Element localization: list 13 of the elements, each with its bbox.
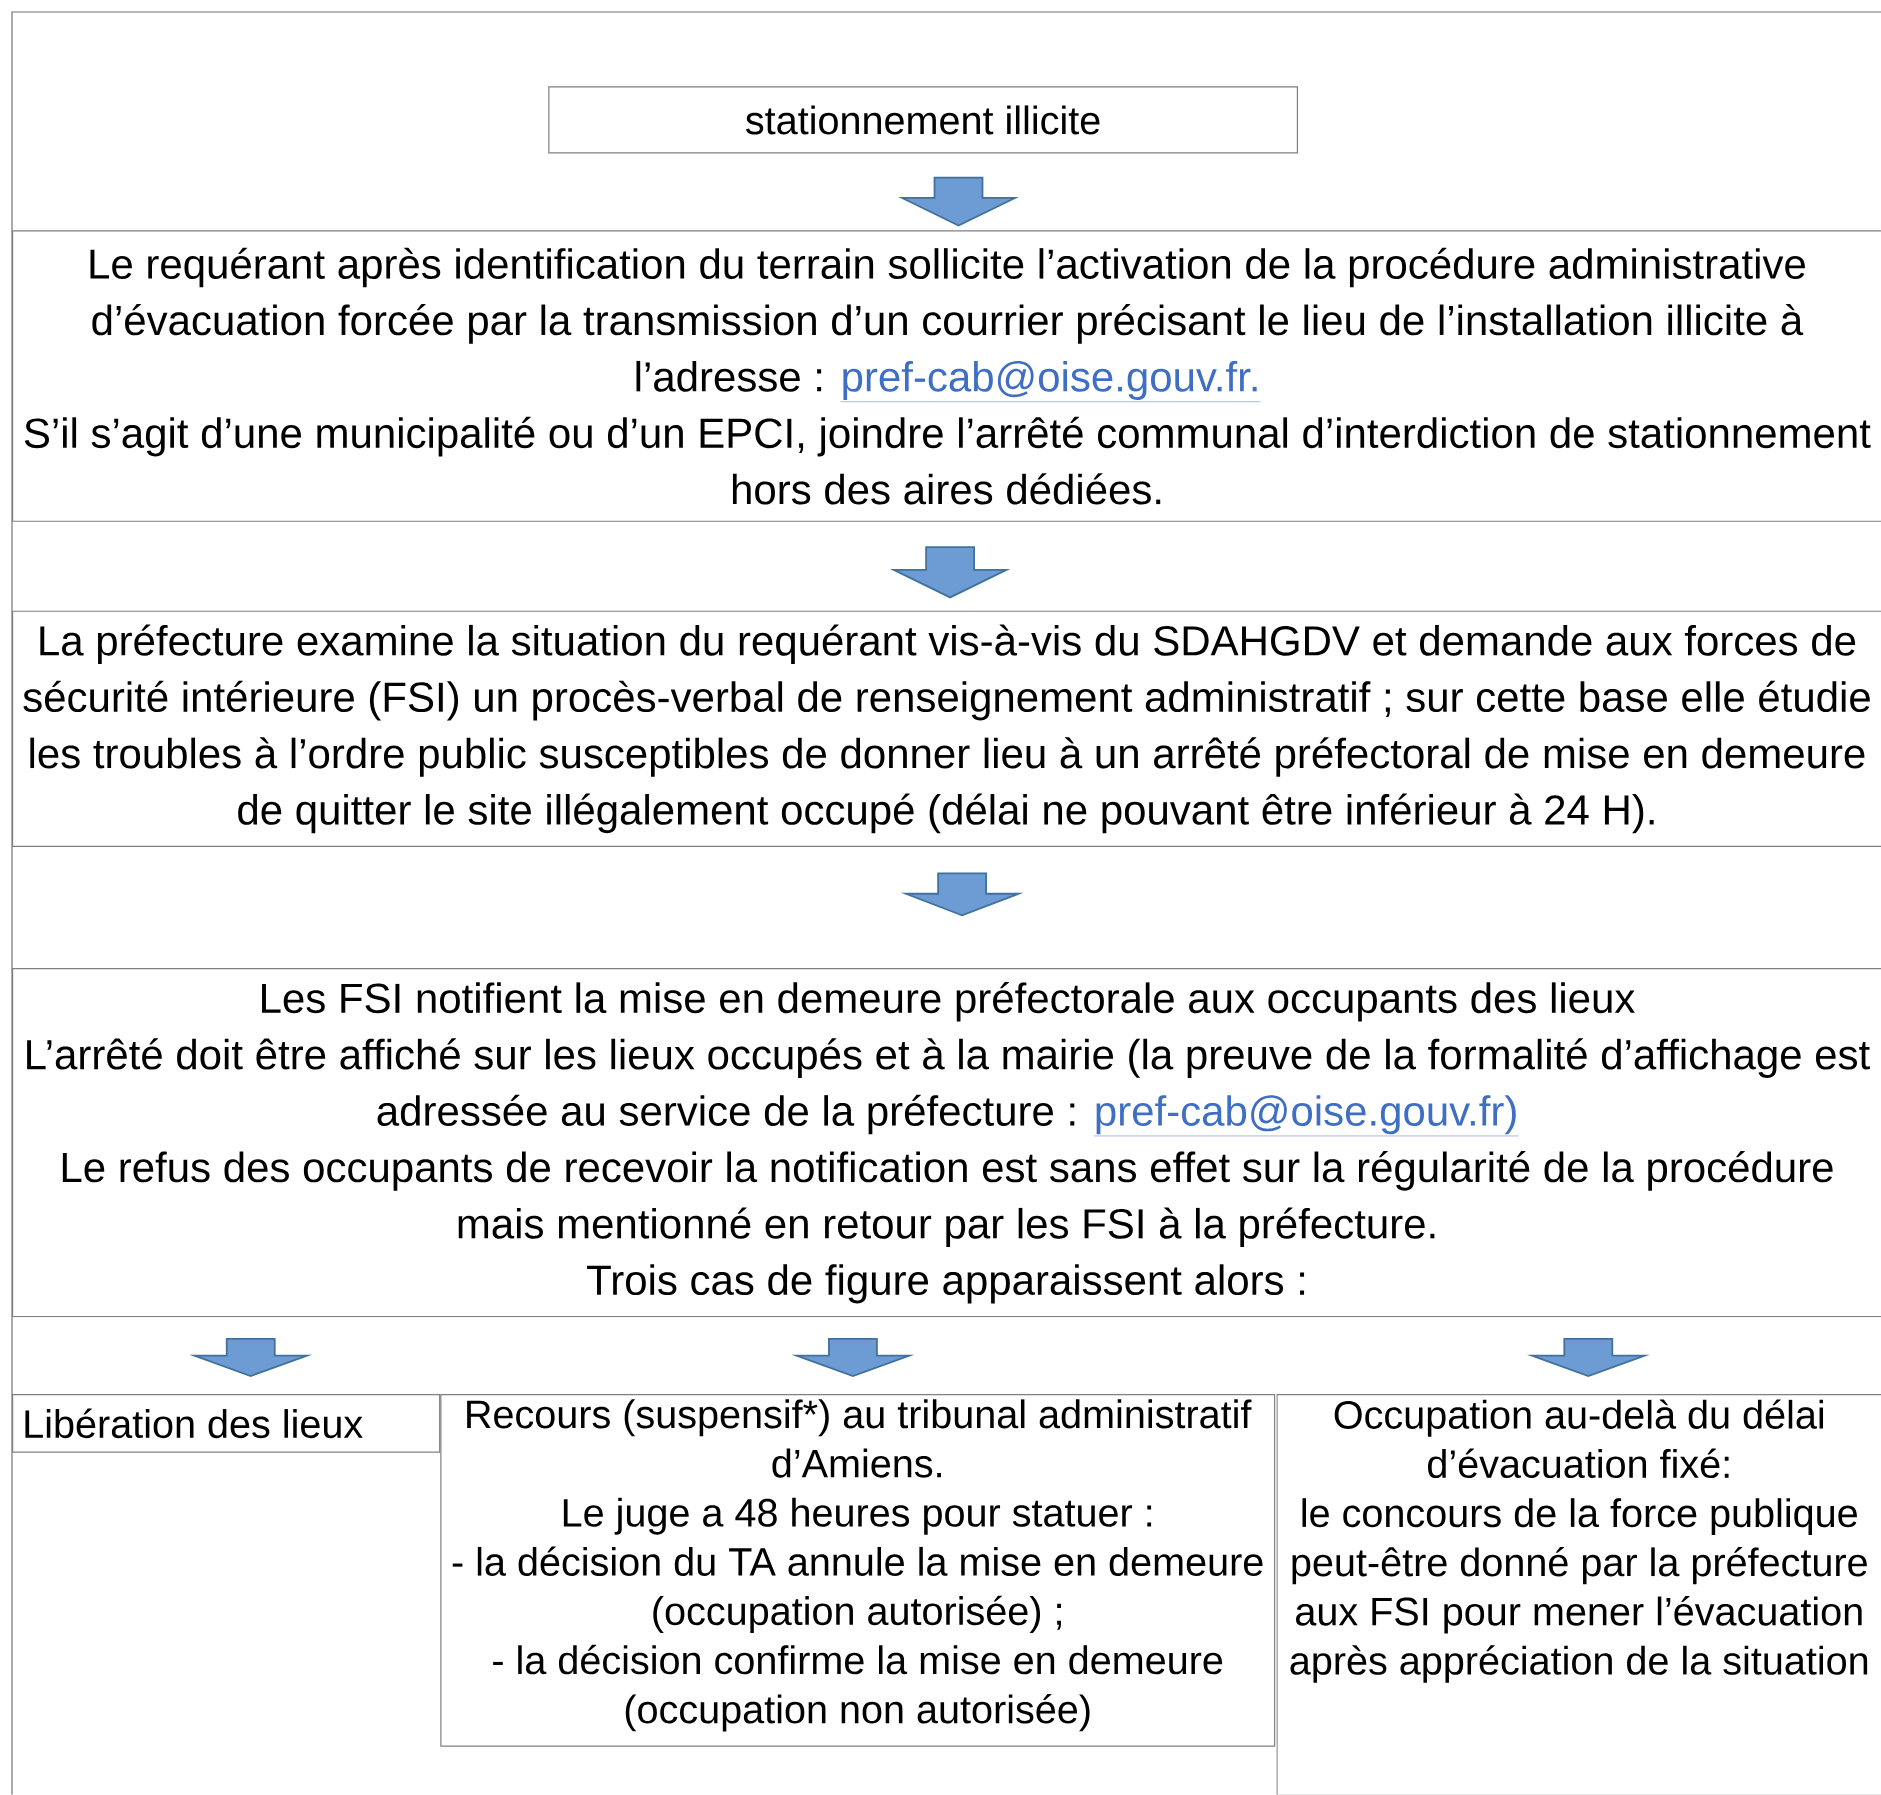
block-arrow	[1526, 1338, 1650, 1378]
text-box: Les FSI notifient la mise en demeure préfectorale aux occupants des lieux L’arrêté doit être affiché sur les lieux occupés et à la mairie (la preuve de la formalité d’affichage est adressée au service de la préfecture : pref-cab@oise.gouv.fr) Le refus des occupants de recevoir la notification est sans effet sur la régularité de la procédure mais mentionné en retour par les FSI à la préfecture. Trois cas de figure apparaissent alors :	[12, 968, 1881, 1318]
text-box: Recours (suspensif*) au tribunal administratif d’Amiens. Le juge a 48 heures pour statuer : - la décision du TA annule la mise en demeure (occupation autorisée) ; - la décision confirme la mise en demeure (occupation non autorisée)	[440, 1394, 1276, 1747]
text-box: Le requérant après identification du terrain sollicite l’activation de la procédure administrative d’évacuation forcée par la transmission d’un courrier précisant le lieu de l’installation illicite à l’adresse : pref-cab@oise.gouv.fr. S’il s’agit d’une municipalité ou d’un EPCI, joindre l’arrêté communal d’interdiction de stationnement hors des aires dédiées.	[12, 230, 1881, 523]
text-box: La préfecture examine la situation du requérant vis-à-vis du SDAHGDV et demande aux forces de sécurité intérieure (FSI) un procès-verbal de renseignement administratif ; sur cette base elle étudie les troubles à l’ordre public susceptibles de donner lieu à un arrêté préfectoral de mise en demeure de quitter le site illégalement occupé (délai ne pouvant être inférieur à 24 H).	[12, 610, 1881, 848]
text-box: stationnement illicite	[548, 86, 1298, 154]
block-arrow	[189, 1338, 313, 1378]
block-arrow	[791, 1338, 915, 1378]
text-box: Occupation au-delà du délai d’évacuation fixé: le concours de la force publique peut-être donné par la préfecture aux FSI pour mener l’évacuation après appréciation de la situation	[1276, 1394, 1881, 1795]
block-arrow	[900, 872, 1024, 917]
block-arrow	[889, 546, 1011, 599]
text-box: Libération des lieux	[12, 1394, 441, 1453]
block-arrow	[898, 176, 1019, 227]
